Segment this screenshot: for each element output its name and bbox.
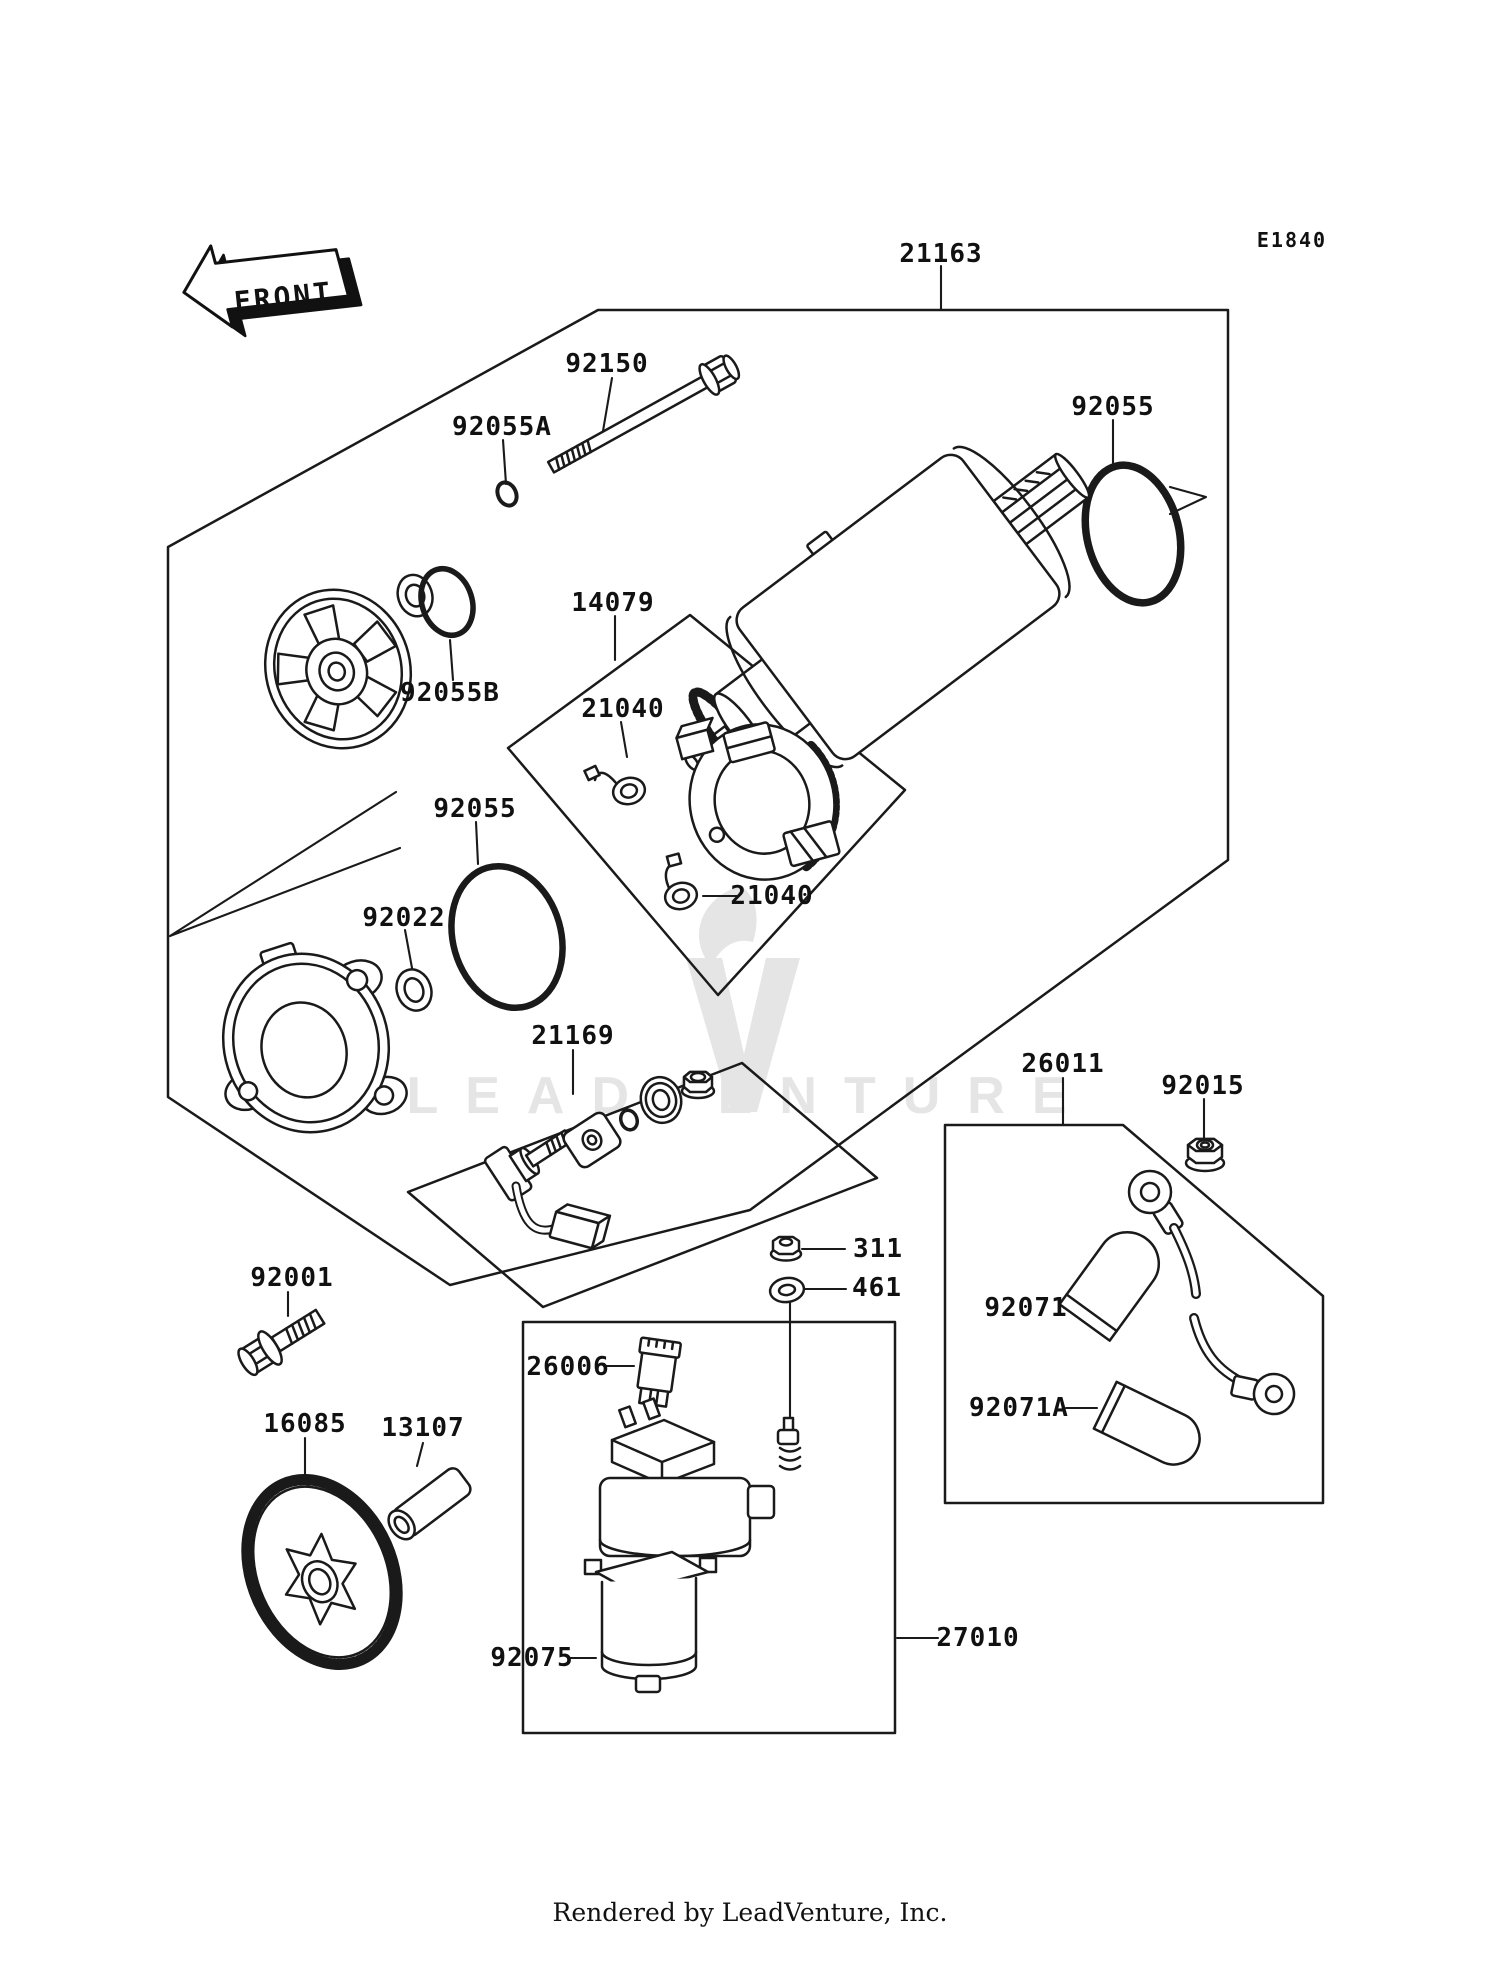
leadventure-flame-logo (686, 886, 800, 1112)
part-label-14079: 14079 (571, 588, 655, 618)
part-label-92150: 92150 (565, 349, 649, 379)
part-label-92001: 92001 (250, 1263, 334, 1293)
washer-461-drawing (768, 1276, 806, 1304)
oring-92055b-drawing (418, 566, 476, 638)
part-label-311: 311 (853, 1234, 903, 1264)
terminal-kit-21169-drawing (483, 1070, 716, 1250)
brush-21040-a-drawing (583, 764, 647, 806)
fuse-26006-drawing (636, 1336, 682, 1408)
part-label-21169: 21169 (531, 1021, 615, 1051)
part-label-13107: 13107 (381, 1413, 465, 1443)
part-label-21040: 21040 (581, 694, 665, 724)
part-label-92022: 92022 (362, 903, 446, 933)
front-direction-arrow: FRONT (182, 244, 363, 338)
nut-92015-drawing (1184, 1137, 1226, 1173)
box-26011 (943, 1123, 1325, 1505)
gear-16085-drawing (241, 1474, 403, 1670)
oring-92055a-drawing (495, 480, 519, 508)
part-label-92055b: 92055B (400, 678, 500, 708)
part-label-92071a: 92071A (969, 1393, 1069, 1423)
boot-92075-drawing (583, 1550, 718, 1694)
part-label-27010: 27010 (936, 1623, 1020, 1653)
part-label-16085: 16085 (263, 1409, 347, 1439)
bolt-92001-drawing (237, 1308, 326, 1377)
battery-cable-26011-drawing (1058, 1169, 1296, 1466)
part-label-461: 461 (852, 1273, 902, 1303)
group-fence-21163 (166, 308, 1230, 1287)
end-cover-drawing (221, 941, 408, 1134)
oring-92055-mid-drawing (448, 862, 566, 1012)
part-label-92075: 92075 (490, 1643, 574, 1673)
part-label-92055a: 92055A (452, 412, 552, 442)
part-label-26006: 26006 (526, 1352, 610, 1382)
washer-92022-drawing (395, 968, 433, 1012)
part-label-92055-2: 92055 (433, 794, 517, 824)
sleeve-13107-drawing (387, 1467, 472, 1541)
leader-lines (168, 264, 1208, 1660)
brush-holder-plate-drawing (675, 716, 841, 881)
part-label-92071: 92071 (984, 1293, 1068, 1323)
bolt-92150-drawing (546, 354, 741, 474)
oring-92055-top-drawing (1081, 461, 1185, 607)
page-code: E1840 (1256, 228, 1328, 252)
brush-21040-b-drawing (663, 852, 699, 911)
end-cap-front-drawing (263, 573, 434, 750)
part-label-26011: 26011 (1021, 1049, 1105, 1079)
footer-credit: Rendered by LeadVenture, Inc. (552, 1898, 948, 1927)
part-label-21040-2: 21040 (730, 881, 814, 911)
relay-switch-drawing (598, 1397, 802, 1558)
box-27010 (521, 1320, 897, 1735)
nut-311-drawing (769, 1235, 803, 1262)
armature-drawing (684, 445, 1091, 785)
part-label-92055: 92055 (1071, 392, 1155, 422)
part-label-21163: 21163 (899, 239, 983, 269)
part-label-92015: 92015 (1161, 1071, 1245, 1101)
